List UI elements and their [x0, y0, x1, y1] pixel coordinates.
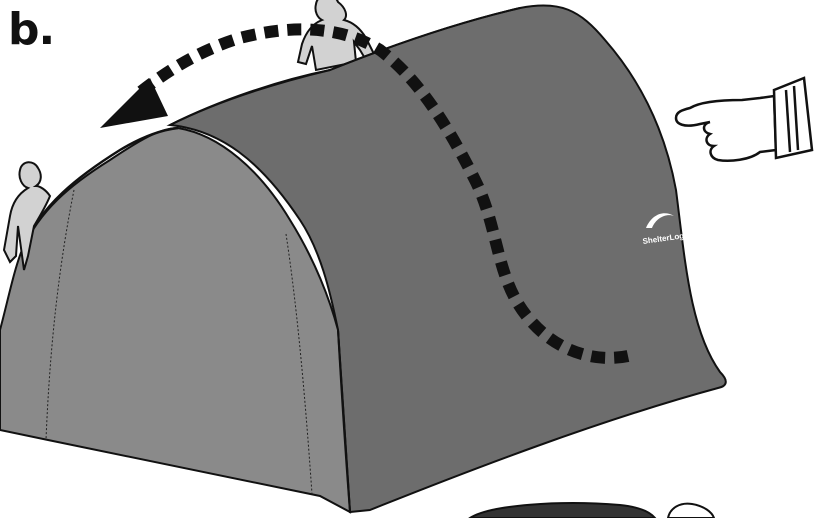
step-label: b.: [8, 4, 54, 55]
pointing-hand-icon: [676, 78, 812, 161]
arrow-head-icon: [100, 78, 168, 128]
bottom-detail-partial: [470, 503, 714, 518]
